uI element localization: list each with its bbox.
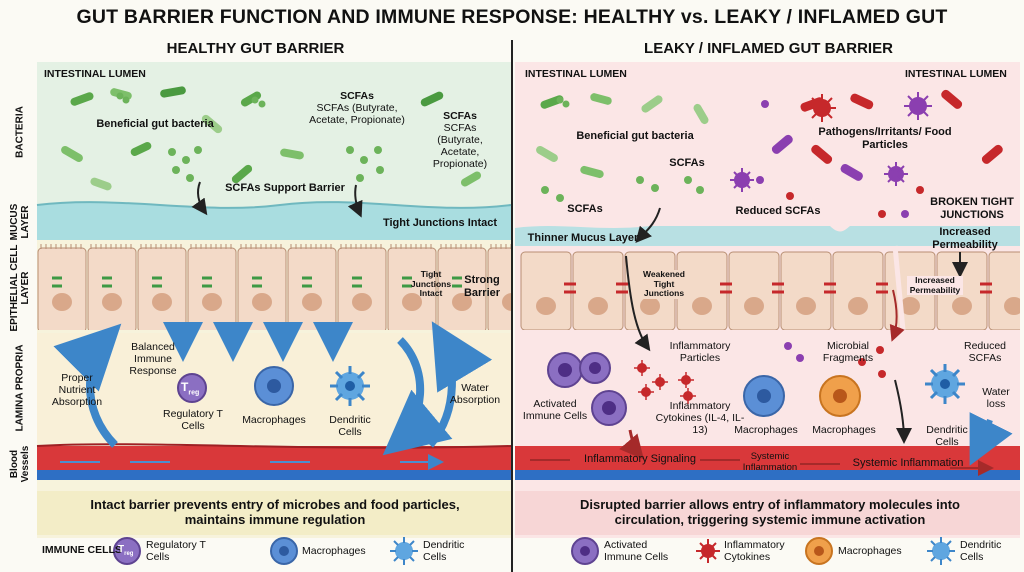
right-scfas-label-b: SCFAs — [567, 203, 603, 215]
right-lumen-label-left: INTESTINAL LUMEN — [525, 68, 627, 80]
right-macrophages-label-2: Macrophages — [812, 424, 876, 436]
systemic-inflammation-label: Systemic Inflammation — [852, 457, 964, 469]
treg-icon-subscript: reg — [188, 389, 200, 397]
reduced-scfas-label: Reduced SCFAs — [735, 205, 821, 217]
side-label-blood-vessels: Blood Vessels — [9, 445, 31, 483]
left-scfa-detail-1: SCFAs (Butyrate, Acetate, Propionate) — [309, 102, 405, 126]
tight-junctions-intact-label: Tight Junctions Intact — [382, 217, 498, 229]
main-title: GUT BARRIER FUNCTION AND IMMUNE RESPONSE… — [76, 6, 948, 28]
macrophages-label: Macrophages — [242, 414, 306, 426]
left-beneficial-label: Beneficial gut bacteria — [96, 118, 214, 130]
treg-icon-label: Treg — [181, 380, 199, 396]
leaky-panel-title: LEAKY / INFLAMED GUT BARRIER — [644, 40, 893, 57]
water-absorption-label: Water Absorption — [449, 382, 501, 406]
pathogens-label: Pathogens/Irritants/ Food Particles — [818, 126, 952, 151]
inflammatory-particles-label: Inflammatory Particles — [669, 340, 731, 364]
left-scfa-detail-2: SCFAs (Butyrate, Acetate, Propionate) — [432, 122, 488, 170]
inflammatory-signaling-label: Inflammatory Signaling — [584, 453, 696, 465]
treg-icon-symbol: T — [181, 380, 189, 394]
legend-treg-icon: Treg — [118, 544, 133, 557]
side-label-bacteria: BACTERIA — [14, 106, 26, 158]
increased-permeability-small-label: Increased Permeability — [907, 275, 963, 295]
legend-dendritic2-label: Dendritic Cells — [960, 539, 1002, 563]
nutrient-absorption-label: Proper Nutrient Absorption — [51, 372, 103, 408]
panel-divider — [511, 40, 513, 572]
dendritic-cells-label: Dendritic Cells — [329, 414, 371, 438]
right-scfas-label-a: SCFAs — [669, 157, 705, 169]
healthy-summary: Intact barrier prevents entry of microbe… — [90, 497, 460, 527]
broken-tight-junctions-label: BROKEN TIGHT JUNCTIONS — [930, 196, 1014, 221]
balanced-immune-label: Balanced Immune Response — [129, 341, 177, 377]
regulatory-t-cells-label: Regulatory T Cells — [163, 408, 223, 432]
legend-cytokines-label: Inflammatory Cytokines — [724, 539, 785, 563]
right-reduced-scfas-label: Reduced SCFAs — [963, 340, 1007, 364]
side-label-epithelial: EPITHELIAL CELL LAYER — [9, 244, 31, 332]
legend-macrophages2-label: Macrophages — [838, 545, 902, 557]
legend-treg-subscript: reg — [124, 551, 134, 557]
right-beneficial-label: Beneficial gut bacteria — [576, 130, 694, 142]
scfa-support-label: SCFAs Support Barrier — [225, 182, 345, 194]
healthy-panel-title: HEALTHY GUT BARRIER — [166, 40, 345, 57]
thinner-mucus-label: Thinner Mucus Layer — [527, 232, 639, 244]
legend-activated-label: Activated Immune Cells — [604, 539, 669, 563]
left-lumen-label: INTESTINAL LUMEN — [44, 68, 146, 80]
inflammatory-cytokines-label: Inflammatory Cytokines (IL-4, IL-13) — [655, 400, 745, 436]
legend-treg-label: Regulatory T Cells — [146, 539, 206, 563]
strong-barrier-label: Strong Barrier — [463, 274, 501, 299]
right-dendritic-cells-label: Dendritic Cells — [926, 424, 968, 448]
side-label-lamina: LAMINA PROPRIA — [14, 344, 26, 432]
systemic-inflammation-small-label: Systemic Inflammation — [742, 451, 798, 473]
right-macrophages-label-1: Macrophages — [734, 424, 798, 436]
right-lumen-label-right: INTESTINAL LUMEN — [905, 68, 1007, 80]
legend-macrophages-label: Macrophages — [302, 545, 366, 557]
tight-junctions-intact-small-label: Tight Junctions Intact — [410, 269, 452, 298]
leaky-summary: Disrupted barrier allows entry of inflam… — [580, 497, 960, 527]
weakened-tight-junctions-label: Weakened Tight Junctions — [636, 269, 692, 299]
legend-dendritic-label: Dendritic Cells — [423, 539, 465, 563]
microbial-fragments-label: Microbial Fragments — [822, 340, 874, 364]
legend-treg-symbol: T — [118, 544, 125, 555]
activated-immune-cells-label: Activated Immune Cells — [522, 398, 588, 422]
legend-heading: IMMUNE CELLS — [42, 544, 122, 556]
water-loss-label: Water loss — [982, 386, 1010, 410]
increased-permeability-label: Increased Permeability — [932, 226, 998, 251]
